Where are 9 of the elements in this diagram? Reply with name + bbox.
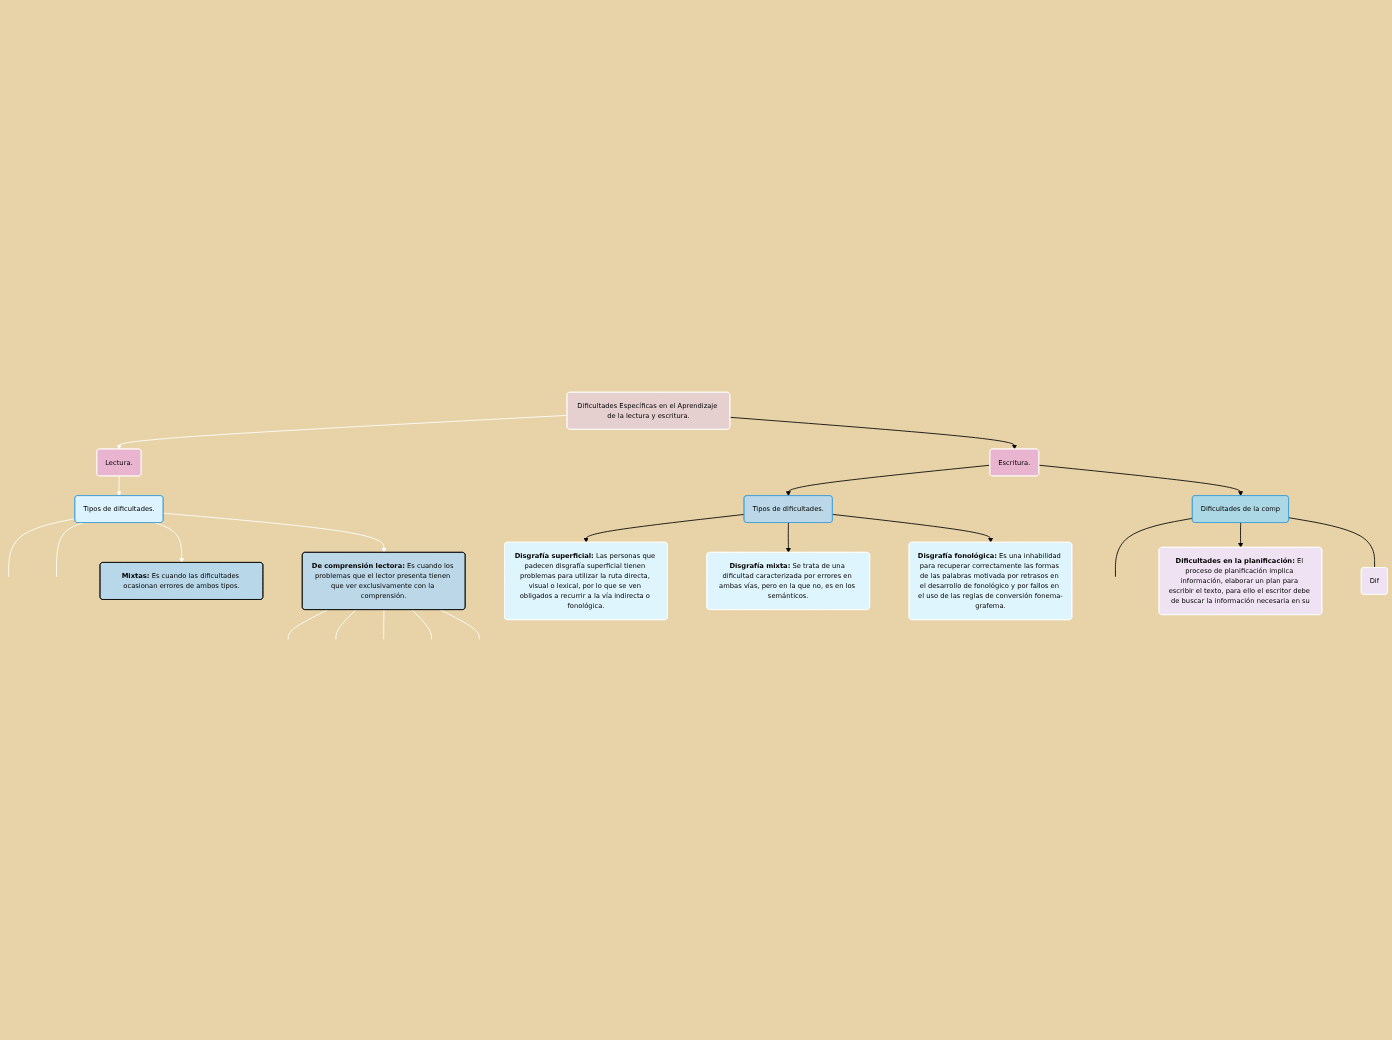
connector-line — [1288, 517, 1376, 569]
connector-line — [439, 609, 480, 640]
connector-line — [411, 609, 432, 640]
connector-line — [56, 522, 84, 578]
connector-line — [1115, 517, 1193, 578]
connector-line — [8, 518, 76, 578]
connector-line — [335, 609, 357, 640]
connector-line — [287, 609, 329, 640]
connector-line — [383, 609, 385, 640]
